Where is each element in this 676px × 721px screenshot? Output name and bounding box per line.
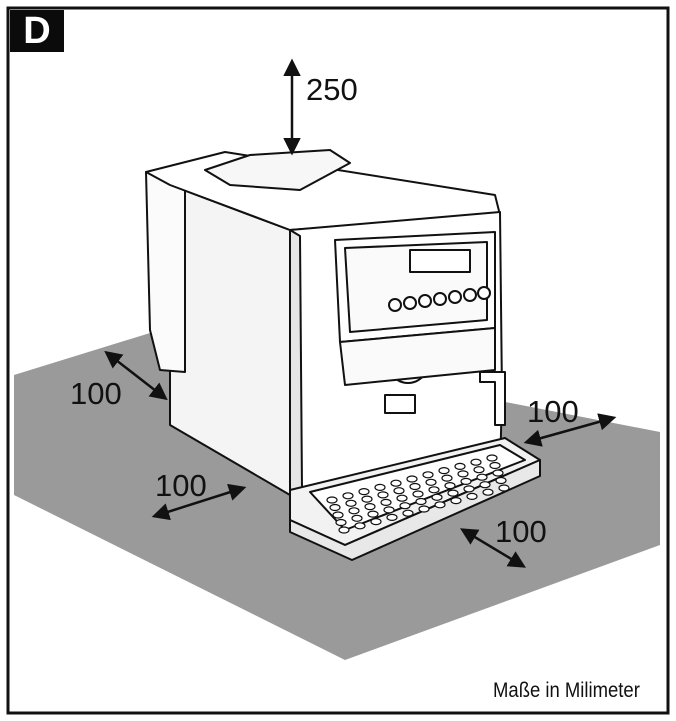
grate-hole [354, 522, 366, 530]
grate-hole [402, 509, 414, 517]
grate-hole [463, 485, 475, 493]
grate-hole [358, 488, 370, 496]
dimension-right: 100 [527, 394, 579, 429]
button [403, 296, 417, 310]
grate-hole [422, 471, 434, 479]
grate-hole [447, 489, 459, 497]
grate-hole [438, 467, 450, 475]
grate-hole [364, 503, 376, 511]
units-caption: Maße in Milimeter [493, 679, 640, 702]
grate-hole [406, 475, 418, 483]
grate-hole [444, 482, 456, 490]
grate-hole [329, 503, 341, 512]
grate-hole [476, 473, 488, 481]
grate-hole [412, 490, 424, 498]
grate-hole [418, 505, 430, 513]
button [448, 290, 462, 304]
grate-hole [457, 470, 469, 478]
grate-hole [377, 491, 389, 499]
button [463, 288, 477, 302]
double-arrow-icon [151, 483, 247, 521]
grate-hole [434, 501, 446, 509]
grate-hole [367, 510, 379, 518]
grate-hole [361, 495, 373, 503]
grate-hole [390, 479, 402, 487]
grate-hole [495, 476, 507, 485]
grate-hole [479, 481, 491, 489]
grate-hole [383, 506, 395, 514]
lower-panel [339, 327, 496, 386]
bean-hopper-lid [204, 149, 351, 191]
display-screen [409, 249, 471, 273]
grate-hole [454, 462, 466, 470]
grate-hole [345, 499, 357, 507]
dimension-front-left: 100 [155, 468, 207, 503]
double-arrow-icon [459, 528, 527, 568]
grate-hole [332, 511, 344, 519]
grate-hole [466, 492, 478, 500]
grate-hole [351, 514, 363, 522]
grate-hole [441, 474, 453, 482]
grate-hole [342, 492, 354, 500]
drip-tray-front [289, 459, 541, 561]
grate-hole [399, 502, 411, 510]
dimension-top: 250 [306, 72, 358, 107]
grate-hole [428, 486, 440, 494]
grate-hole [409, 482, 421, 491]
dimension-arrows [104, 58, 617, 568]
dimension-front-right: 100 [495, 514, 547, 549]
steam-wand [479, 371, 506, 426]
grate-hole [460, 477, 472, 485]
grate-hole [393, 487, 405, 495]
dimension-left: 100 [70, 376, 122, 411]
button [477, 286, 491, 300]
grate-hole [425, 478, 437, 486]
grate-hole [380, 498, 392, 506]
grate-hole [386, 513, 398, 522]
button [418, 294, 432, 308]
machine-front-shade [289, 229, 303, 496]
grate-hole [396, 494, 408, 502]
grate-hole [415, 497, 427, 506]
grate-hole [348, 507, 360, 515]
button [433, 292, 447, 306]
double-arrow-icon [104, 350, 168, 401]
grate-hole [338, 526, 350, 534]
figure-label: D [10, 10, 64, 52]
control-buttons [388, 286, 491, 312]
coffee-spout [384, 394, 416, 414]
grate-hole [370, 517, 382, 526]
grate-hole [335, 518, 347, 527]
grate-hole [482, 488, 494, 496]
grate-hole [473, 466, 485, 474]
grate-hole [470, 458, 482, 466]
button [388, 298, 402, 312]
grate-hole [486, 454, 498, 462]
grate-hole [492, 469, 504, 477]
grate-hole [450, 497, 462, 505]
double-arrow-icon [523, 413, 617, 447]
grate-hole [489, 461, 501, 470]
grate-hole [498, 484, 510, 492]
grate-hole [374, 483, 386, 491]
grate-hole [431, 493, 443, 501]
grate-hole [326, 496, 338, 504]
grate-holes [326, 454, 510, 534]
